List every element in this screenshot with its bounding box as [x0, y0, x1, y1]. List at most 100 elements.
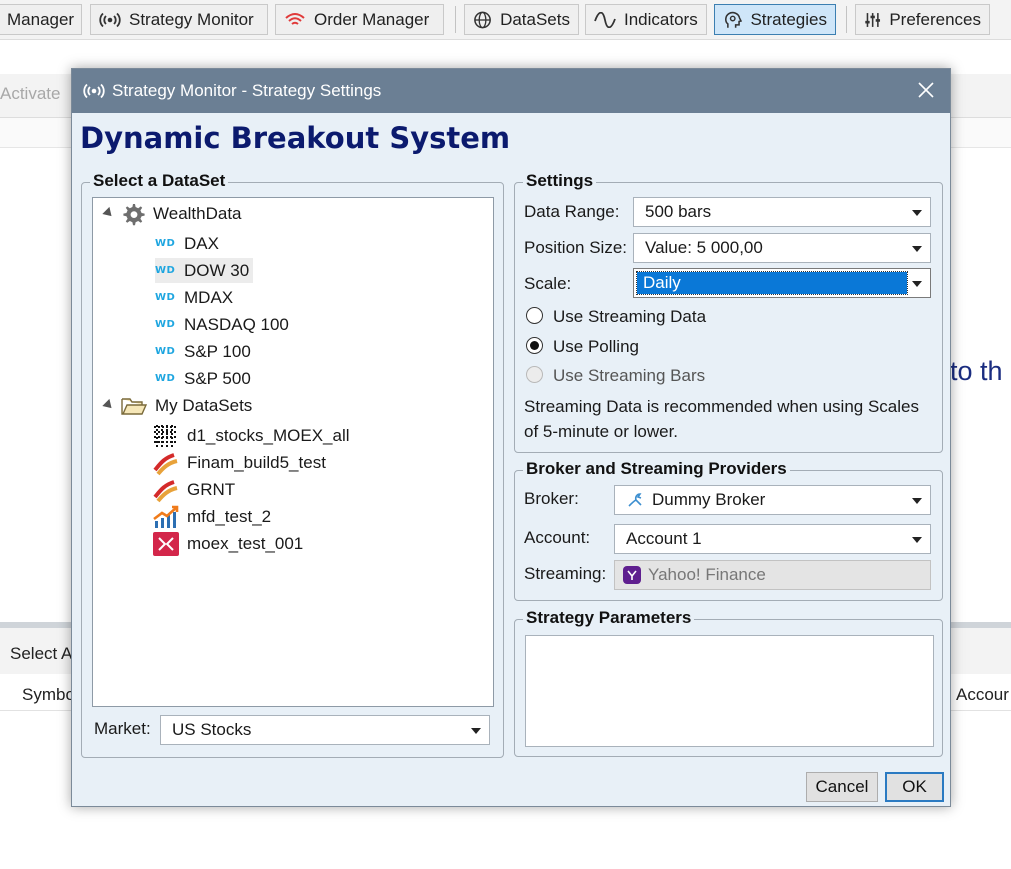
tree-group-wealthdata[interactable]: WealthData	[102, 201, 242, 226]
broker-groupbox: Broker and Streaming Providers Broker: D…	[514, 459, 943, 601]
settings-groupbox: Settings Data Range: 500 bars Position S…	[514, 171, 943, 453]
close-icon[interactable]	[916, 80, 936, 100]
dataset-groupbox: Select a DataSet WealthData WD DAX WD DO…	[81, 171, 504, 758]
tree-item-label: d1_stocks_MOEX_all	[187, 425, 350, 445]
collapse-arrow-icon[interactable]	[102, 206, 116, 220]
streaming-note-line2: of 5-minute or lower.	[524, 422, 679, 441]
chart-growth-icon	[153, 505, 179, 528]
position-size-dropdown[interactable]: Value: 5 000,00	[633, 233, 931, 263]
tree-group-label: WealthData	[153, 203, 242, 223]
cancel-button[interactable]: Cancel	[806, 772, 878, 802]
use-polling-radio[interactable]	[526, 337, 543, 354]
tree-item-label: DOW 30	[184, 260, 250, 280]
broadcast-icon	[99, 12, 121, 27]
account-value: Account 1	[626, 529, 702, 548]
streaming-dropdown[interactable]: Yahoo! Finance	[614, 560, 931, 590]
scale-dropdown[interactable]: Daily	[633, 268, 931, 298]
strategy-settings-dialog: Strategy Monitor - Strategy Settings Dyn…	[71, 68, 951, 807]
market-label: Market:	[94, 719, 151, 738]
globe-icon	[474, 11, 491, 28]
wealthdata-logo-icon: WD	[155, 319, 176, 330]
dialog-titlebar[interactable]: Strategy Monitor - Strategy Settings	[72, 69, 950, 113]
toolbar-manager-label: Manager	[7, 9, 75, 29]
tree-item-nasdaq100[interactable]: WD NASDAQ 100	[155, 312, 289, 337]
toolbar-datasets-button[interactable]: DataSets	[464, 4, 579, 35]
use-polling-label[interactable]: Use Polling	[553, 337, 639, 356]
background-select-text: Select A	[10, 644, 73, 663]
wealthdata-logo-icon: WD	[155, 265, 176, 276]
tree-item-dax[interactable]: WD DAX	[155, 231, 219, 256]
tree-group-mydatasets[interactable]: My DataSets	[102, 393, 252, 418]
toolbar-separator	[455, 6, 456, 33]
scale-value: Daily	[636, 271, 908, 295]
finam-icon	[153, 479, 178, 502]
tree-item-moex-test-001[interactable]: moex_test_001	[152, 531, 303, 556]
tree-item-sp500[interactable]: WD S&P 500	[155, 366, 251, 391]
toolbar-datasets-label: DataSets	[500, 9, 570, 29]
broker-group-title: Broker and Streaming Providers	[523, 459, 790, 479]
data-range-dropdown[interactable]: 500 bars	[633, 197, 931, 227]
main-toolbar: Manager Strategy Monitor Order Manager D…	[0, 0, 1011, 40]
chevron-down-icon	[912, 246, 922, 252]
toolbar-preferences-label: Preferences	[889, 9, 981, 29]
tree-item-label: S&P 500	[184, 368, 251, 388]
use-streaming-data-label[interactable]: Use Streaming Data	[553, 307, 707, 326]
position-size-label: Position Size:	[524, 238, 627, 257]
broker-icon	[628, 493, 642, 507]
moex-logo-icon	[153, 531, 179, 556]
tree-item-mfd-test-2[interactable]: mfd_test_2	[152, 504, 271, 529]
toolbar-strategies-label: Strategies	[750, 9, 827, 29]
streaming-value: Yahoo! Finance	[648, 565, 766, 584]
toolbar-order-manager-button[interactable]: Order Manager	[275, 4, 444, 35]
tree-item-label: MDAX	[184, 287, 234, 307]
toolbar-strategy-monitor-label: Strategy Monitor	[129, 9, 254, 29]
yahoo-logo-icon	[623, 566, 641, 584]
broadcast-icon	[83, 83, 105, 99]
head-gear-icon	[725, 11, 743, 28]
use-streaming-data-radio[interactable]	[526, 307, 543, 324]
use-streaming-bars-label[interactable]: Use Streaming Bars	[553, 366, 706, 385]
folder-open-icon	[121, 397, 148, 415]
toolbar-indicators-button[interactable]: Indicators	[585, 4, 707, 35]
account-dropdown[interactable]: Account 1	[614, 524, 931, 554]
wave-icon	[594, 11, 616, 28]
toolbar-indicators-label: Indicators	[624, 9, 698, 29]
broker-dropdown[interactable]: Dummy Broker	[614, 485, 931, 515]
data-range-label: Data Range:	[524, 202, 620, 221]
streaming-note-line1: Streaming Data is recommended when using…	[524, 397, 919, 416]
broker-label: Broker:	[524, 489, 579, 508]
tree-item-d1-stocks-moex-all[interactable]: d1_stocks_MOEX_all	[152, 423, 350, 448]
chevron-down-icon	[912, 537, 922, 543]
collapse-arrow-icon[interactable]	[102, 398, 116, 412]
tree-item-sp100[interactable]: WD S&P 100	[155, 339, 251, 364]
wealthdata-logo-icon: WD	[155, 238, 176, 249]
toolbar-manager-button[interactable]: Manager	[0, 4, 82, 35]
tree-item-label: moex_test_001	[187, 533, 304, 553]
moex-data-icon	[153, 423, 179, 448]
tree-item-finam-build5-test[interactable]: Finam_build5_test	[152, 450, 326, 475]
wealthdata-logo-icon: WD	[155, 292, 176, 303]
market-value: US Stocks	[172, 720, 252, 739]
tree-item-mdax[interactable]: WD MDAX	[155, 285, 233, 310]
strategy-parameters-grid[interactable]	[525, 635, 934, 747]
toolbar-strategy-monitor-button[interactable]: Strategy Monitor	[90, 4, 268, 35]
data-range-value: 500 bars	[645, 202, 712, 221]
dataset-tree[interactable]: WealthData WD DAX WD DOW 30 WD MDAX WD N…	[92, 197, 494, 707]
tree-item-label: NASDAQ 100	[184, 314, 289, 334]
tree-item-grnt[interactable]: GRNT	[152, 477, 235, 502]
toolbar-strategies-button[interactable]: Strategies	[714, 4, 836, 35]
dataset-group-title: Select a DataSet	[90, 171, 229, 191]
toolbar-preferences-button[interactable]: Preferences	[855, 4, 990, 35]
tree-item-label: GRNT	[187, 479, 236, 499]
tree-item-label: mfd_test_2	[187, 506, 272, 526]
wealthdata-logo-icon: WD	[155, 373, 176, 384]
strategy-parameters-title: Strategy Parameters	[523, 608, 695, 628]
chevron-down-icon	[471, 728, 481, 734]
dialog-title: Strategy Monitor - Strategy Settings	[112, 81, 382, 100]
streaming-label: Streaming:	[524, 564, 607, 583]
tree-item-dow30[interactable]: WD DOW 30	[155, 258, 254, 283]
use-streaming-bars-radio[interactable]	[526, 366, 543, 383]
market-dropdown[interactable]: US Stocks	[160, 715, 490, 745]
ok-button[interactable]: OK	[885, 772, 944, 802]
scale-label: Scale:	[524, 274, 572, 293]
